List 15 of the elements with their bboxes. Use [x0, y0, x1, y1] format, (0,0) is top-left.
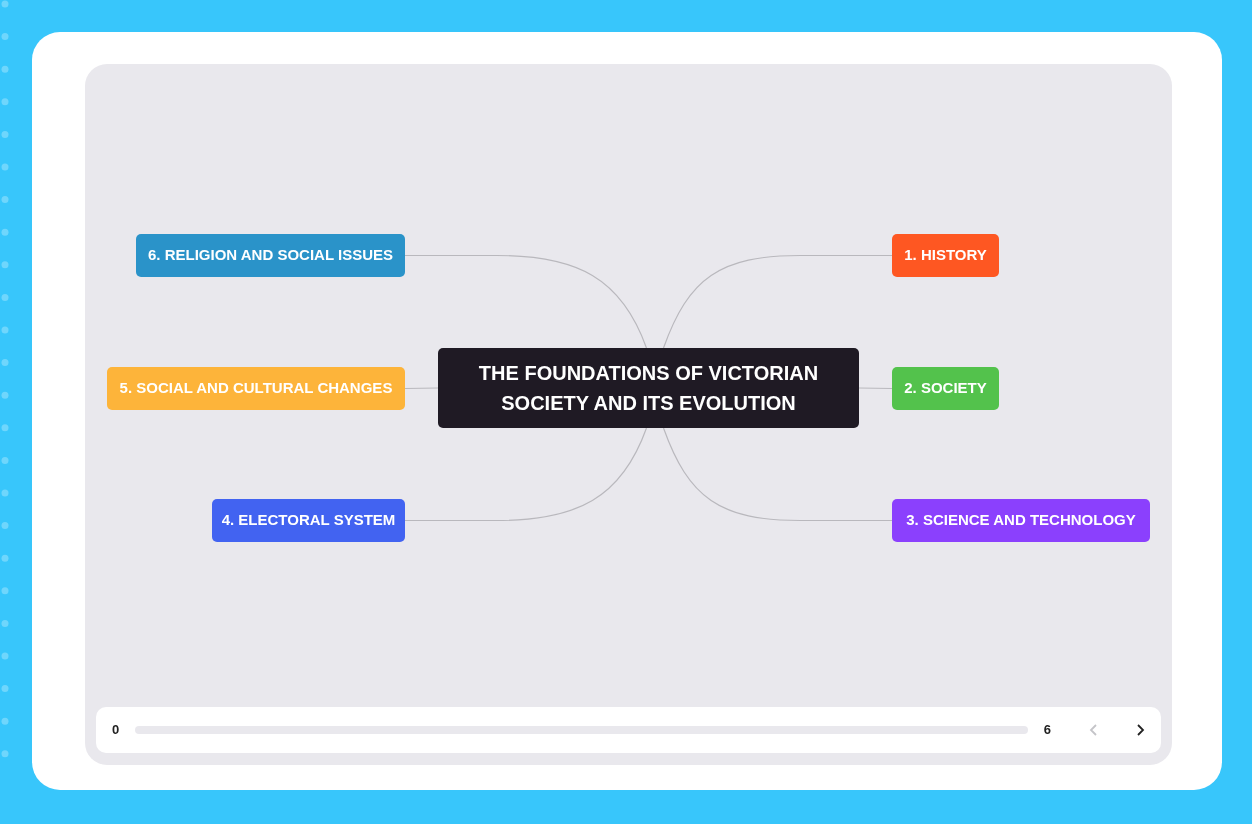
topic-box: 5. SOCIAL AND CULTURAL CHANGES: [107, 367, 405, 410]
slider-min-label: 0: [112, 721, 120, 740]
topic-box: 1. HISTORY: [892, 234, 999, 277]
connector-line: [404, 387, 439, 390]
connector-line: [404, 427, 648, 522]
connector-line: [858, 387, 893, 390]
topic-box: 3. SCIENCE AND TECHNOLOGY: [892, 499, 1150, 542]
slider-max-label: 6: [1043, 721, 1051, 740]
topic-box: 2. SOCIETY: [892, 367, 999, 410]
topic-box: 4. ELECTORAL SYSTEM: [212, 499, 405, 542]
connector-line: [404, 254, 648, 349]
connector-line: [662, 427, 893, 522]
connector-line: [662, 254, 893, 349]
topic-box: 6. RELIGION AND SOCIAL ISSUES: [136, 234, 405, 277]
central-topic-box: THE FOUNDATIONS OF VICTORIAN SOCIETY AND ITS EVOLUTION: [438, 348, 859, 428]
